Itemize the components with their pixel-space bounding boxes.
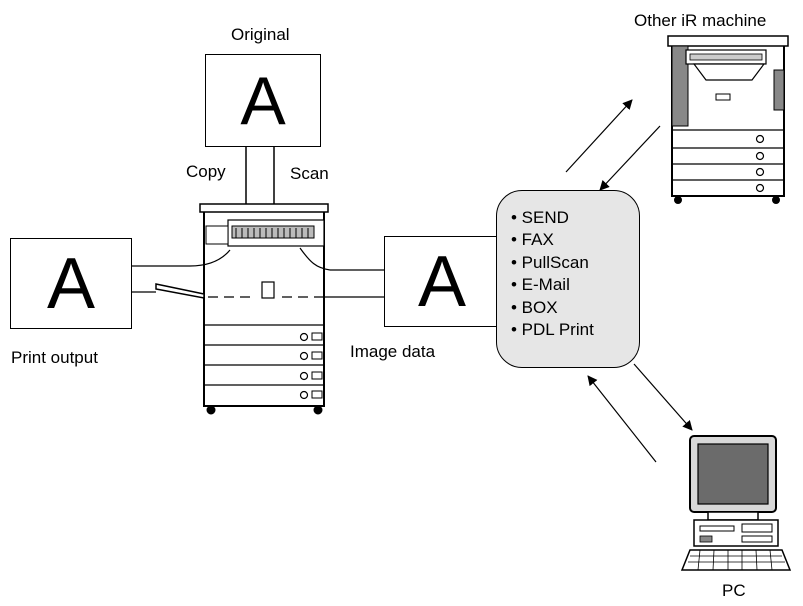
original-stand bbox=[245, 146, 275, 205]
machine-arrows bbox=[565, 99, 661, 191]
original-paper-letter: A bbox=[240, 62, 286, 139]
copy-label: Copy bbox=[186, 162, 226, 181]
image-data-paper: A bbox=[384, 236, 500, 327]
scan-label: Scan bbox=[290, 164, 329, 183]
pc-label: PC bbox=[722, 581, 746, 600]
paper-path bbox=[189, 247, 331, 298]
original-paper: A bbox=[205, 54, 321, 147]
output-tray-icon bbox=[155, 283, 205, 299]
service-item: • FAX bbox=[511, 230, 554, 250]
print-output-paper: A bbox=[10, 238, 132, 329]
copier-device-icon bbox=[199, 203, 329, 415]
services-list: • SEND • FAX • PullScan • E-Mail • BOX •… bbox=[497, 191, 639, 341]
other-ir-machine-icon bbox=[667, 35, 789, 204]
service-item: • PullScan bbox=[511, 252, 589, 272]
image-data-letter: A bbox=[417, 241, 467, 322]
original-label: Original bbox=[231, 25, 290, 44]
pc-arrows bbox=[587, 363, 693, 463]
other-machine-label: Other iR machine bbox=[634, 11, 767, 30]
services-box: • SEND • FAX • PullScan • E-Mail • BOX •… bbox=[496, 190, 640, 368]
print-output-label: Print output bbox=[11, 348, 98, 367]
image-data-label: Image data bbox=[350, 342, 436, 361]
service-item: • PDL Print bbox=[511, 320, 594, 340]
print-output-letter: A bbox=[46, 243, 96, 324]
pc-computer-icon bbox=[680, 435, 792, 571]
service-item: • BOX bbox=[511, 297, 558, 317]
service-item: • E-Mail bbox=[511, 275, 570, 295]
service-item: • SEND bbox=[511, 208, 569, 227]
